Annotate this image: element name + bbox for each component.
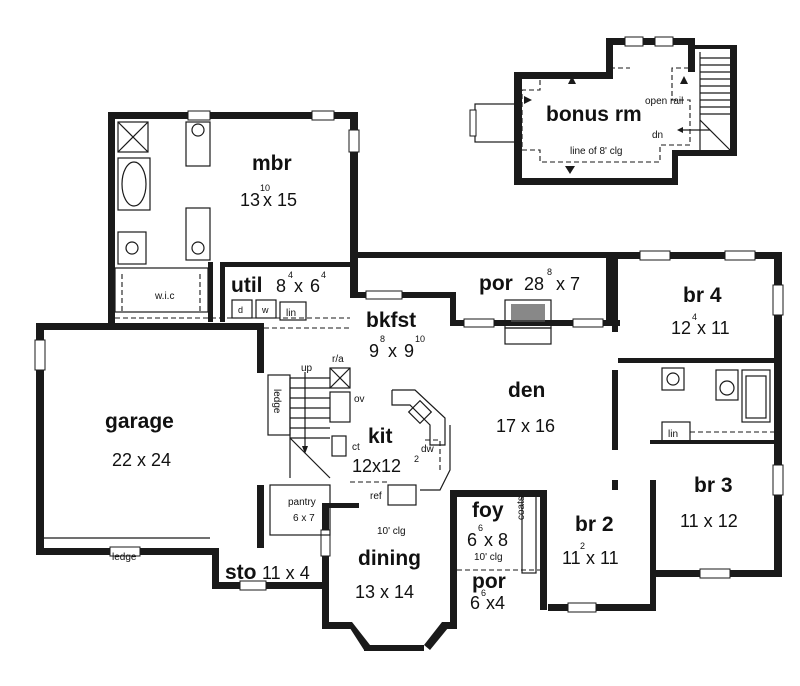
foy-dim-b: x 8 <box>484 530 508 550</box>
br3-lin-label: lin <box>668 429 678 440</box>
mbr-name: mbr <box>252 152 292 175</box>
coats-label: coats <box>516 496 527 520</box>
bonus-room-plan: bonus rm open rail dn line of 8' clg <box>469 36 737 185</box>
bonus-room-name: bonus rm <box>546 103 642 126</box>
br2-dim-a: 11 <box>562 548 581 568</box>
por-front-name: por <box>472 570 506 593</box>
util-dim-a: 8 <box>276 276 286 296</box>
bkfst-dim-b-sup: 10 <box>415 334 425 344</box>
foy-dim-a-sup: 6 <box>478 523 483 533</box>
bonus-stair <box>677 52 731 151</box>
por-top-name: por <box>479 272 513 295</box>
wic-label: w.i.c <box>154 291 174 302</box>
foy-dim-a: 6 <box>467 530 477 550</box>
garage-dim: 22 x 24 <box>112 450 171 470</box>
br4-name: br 4 <box>683 284 722 307</box>
stair-ledge-label: ledge <box>271 389 282 414</box>
bonus-dn-label: dn <box>652 130 663 141</box>
sto-dim: 11 x 4 <box>262 563 310 583</box>
dishwasher-label: dw <box>421 444 435 455</box>
master-bath-fixtures <box>114 121 350 329</box>
por-front-dim-b: x4 <box>486 593 505 613</box>
bkfst-name: bkfst <box>366 309 416 332</box>
util-lin-label: lin <box>286 308 296 319</box>
por-front-dim-a-sup: 6 <box>481 588 486 598</box>
dining-ceiling-note: 10' clg <box>377 526 406 537</box>
dining-dim: 13 x 14 <box>355 582 414 602</box>
sto-name: sto <box>225 561 257 584</box>
kit-dim: 12x12 <box>352 456 401 476</box>
kit-dim-sup: 2 <box>414 454 419 464</box>
main-stair <box>267 367 351 479</box>
garage-ledge-label: ledge <box>112 552 137 563</box>
garage-name: garage <box>105 410 174 433</box>
util-dryer-label: d <box>238 305 243 315</box>
oven-label: ov <box>354 394 365 405</box>
kit-name: kit <box>368 425 393 448</box>
util-dim-a-sup: 4 <box>288 270 293 280</box>
foy-ceiling-note: 10' clg <box>474 552 503 563</box>
cooktop-label: ct <box>352 442 360 453</box>
mbr-dim-b: x 15 <box>263 190 297 210</box>
por-front-dim-a: 6 <box>470 593 480 613</box>
util-dim-b-sup: 4 <box>321 270 326 280</box>
br2-dim-a-sup: 2 <box>580 541 585 551</box>
bkfst-x: x <box>388 341 397 361</box>
br2-dim-b: x 11 <box>586 548 619 568</box>
main-floor-walls <box>36 112 782 651</box>
br4-dim-b: x 11 <box>697 318 730 338</box>
hall-bath-fixtures <box>661 367 774 443</box>
util-fixtures <box>231 299 307 321</box>
mbr-dim-a-sup: 10 <box>260 183 270 193</box>
br3-name: br 3 <box>694 474 733 497</box>
br3-dim: 11 x 12 <box>680 511 738 531</box>
bkfst-dim-a: 9 <box>369 341 379 361</box>
bkfst-dim-b: 9 <box>404 341 414 361</box>
foy-name: foy <box>472 499 504 522</box>
bonus-ceiling-note: line of 8' clg <box>570 146 623 157</box>
br4-dim-a: 12 <box>671 318 691 338</box>
br2-name: br 2 <box>575 513 614 536</box>
windows <box>34 110 784 613</box>
stair-up-label: up <box>301 363 313 374</box>
util-name: util <box>231 274 263 297</box>
util-x: x <box>294 276 303 296</box>
bkfst-dim-a-sup: 8 <box>380 334 385 344</box>
kitchen-counters <box>350 389 451 506</box>
br4-dim-a-sup: 4 <box>692 312 697 322</box>
refrigerator-label: ref <box>370 491 382 502</box>
pantry-dim: 6 x 7 <box>293 513 315 524</box>
open-rail-label: open rail <box>645 96 683 107</box>
den-name: den <box>508 379 545 402</box>
pantry-name: pantry <box>288 497 316 508</box>
por-top-dim-b: x 7 <box>556 274 580 294</box>
mbr-dim-a: 13 <box>240 190 260 210</box>
por-top-dim-a: 28 <box>524 274 544 294</box>
ra-label: r/a <box>332 354 344 365</box>
fireplace <box>504 299 552 345</box>
den-dim: 17 x 16 <box>496 416 555 436</box>
util-dim-b: 6 <box>310 276 320 296</box>
dining-name: dining <box>358 547 421 570</box>
util-washer-label: w <box>261 305 269 315</box>
por-top-dim-a-sup: 8 <box>547 267 552 277</box>
